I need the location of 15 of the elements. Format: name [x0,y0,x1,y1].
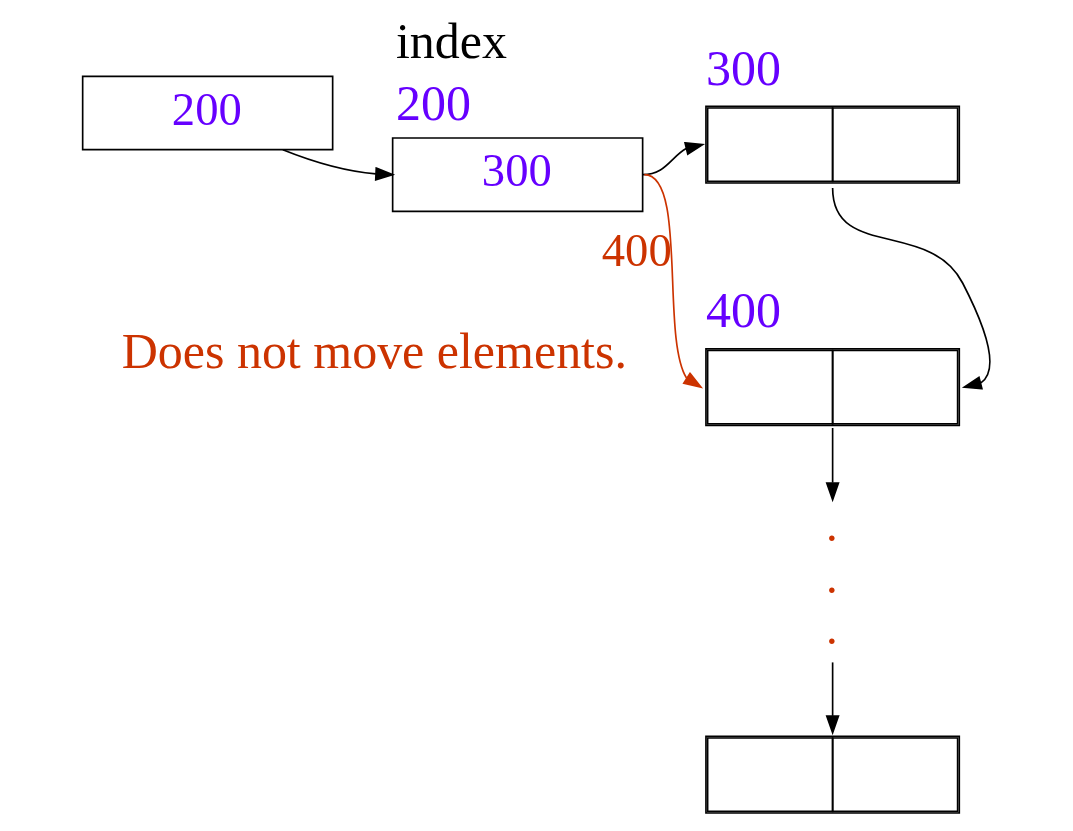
node-box: 300 [391,137,644,213]
label: Does not move elements. [121,323,627,379]
arrow [831,187,991,390]
node-box: 200 [81,75,334,151]
node-text: . . . [825,499,838,655]
node-label: index [395,13,508,70]
arrow [825,661,840,736]
node-label: 200 [395,74,471,131]
arrow [825,427,840,503]
arrow [641,141,706,176]
node-label: 300 [705,39,781,96]
arrow [282,148,396,181]
node-label: 400 [705,282,781,339]
edge-label: 400 [601,224,672,277]
arrow [643,173,704,389]
